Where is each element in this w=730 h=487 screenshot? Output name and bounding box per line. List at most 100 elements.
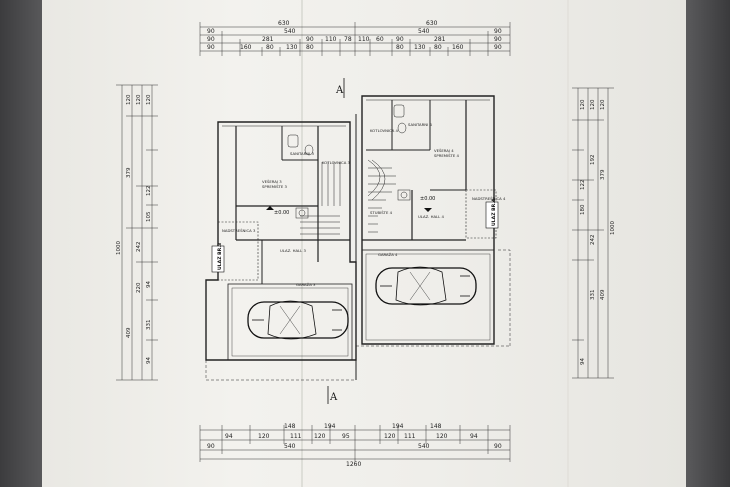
sanitary-fixtures bbox=[287, 104, 411, 219]
room-label-ulaz-hall-left: ULAZ. HALL 3 bbox=[280, 248, 306, 253]
dim-top-r4-7: 80 bbox=[434, 44, 442, 51]
section-mark-bottom: A bbox=[327, 386, 338, 404]
dim-right-a-0: 120 bbox=[600, 99, 606, 110]
right-dimension-lines bbox=[572, 87, 614, 379]
dim-bot-r1-3: 148 bbox=[430, 423, 442, 430]
dim-top-r4-9: 90 bbox=[494, 44, 502, 51]
bottom-dimension-labels: 148 194 194 148 94 120 111 120 95 120 11… bbox=[207, 423, 502, 468]
dim-top-r3-1: 281 bbox=[262, 36, 274, 43]
room-label-stubiste-right: STUBIŠTE 4 bbox=[370, 210, 393, 215]
room-label-garaza-left: GARAŽA 3 bbox=[296, 282, 316, 287]
dim-top-630-right: 630 bbox=[426, 20, 438, 27]
dim-left-c-2: 105 bbox=[146, 211, 152, 222]
left-dimension-labels: 1000 120 379 409 120 242 220 331 120 122… bbox=[116, 94, 152, 364]
section-mark-top: A bbox=[335, 78, 345, 98]
section-mark-top-label: A bbox=[335, 85, 344, 96]
table-surface-right bbox=[686, 0, 730, 487]
dim-bot-r2-5: 120 bbox=[384, 433, 396, 440]
car-icon-left bbox=[247, 300, 349, 340]
left-dimension-lines bbox=[116, 84, 158, 381]
dim-left-c-1: 122 bbox=[146, 186, 152, 197]
room-label-ulaz-hall-right: ULAZ. HALL 4 bbox=[418, 214, 444, 219]
dim-right-c-2: 180 bbox=[580, 204, 586, 215]
dim-top-r3-9: 90 bbox=[494, 36, 502, 43]
dim-top-r3-5: 110 bbox=[358, 36, 370, 43]
dim-top-r3-4: 78 bbox=[344, 36, 352, 43]
room-label-garaza-right: GARAŽA 4 bbox=[378, 252, 398, 257]
room-label-sanitarni-left: SANITARNI 3 bbox=[290, 151, 314, 156]
dim-right-c-3: 94 bbox=[580, 358, 586, 365]
dim-top-r4-6: 130 bbox=[414, 44, 426, 51]
dim-right-a-1: 379 bbox=[600, 169, 606, 180]
dim-top-r3-6: 60 bbox=[376, 36, 384, 43]
dim-left-c-3: 94 bbox=[146, 281, 152, 288]
dim-top-r2-0: 90 bbox=[207, 28, 215, 35]
dim-bot-r3-1: 540 bbox=[284, 443, 296, 450]
dim-left-a-1: 379 bbox=[126, 167, 132, 178]
dim-bot-r1-2: 194 bbox=[392, 423, 404, 430]
dim-bot-r2-6: 111 bbox=[404, 433, 416, 440]
dim-left-b-2: 220 bbox=[136, 282, 142, 293]
dim-left-b-1: 242 bbox=[136, 242, 142, 253]
room-label-nadstresnica-right: NADSTREŠNICA 4 bbox=[472, 196, 506, 201]
level-marker-right: ±0.00 bbox=[420, 196, 435, 212]
room-label-kotlovnica-right: KOTLOVNICA 4 bbox=[370, 128, 399, 133]
dim-bot-total: 1260 bbox=[346, 461, 361, 468]
level-label-left: ±0.00 bbox=[274, 210, 289, 216]
dim-top-r3-7: 90 bbox=[396, 36, 404, 43]
bottom-dimension-lines bbox=[199, 425, 511, 462]
dim-left-a-0: 120 bbox=[126, 94, 132, 105]
dim-bot-r2-1: 120 bbox=[258, 433, 270, 440]
dim-top-r3-2: 90 bbox=[306, 36, 314, 43]
dim-bot-r3-0: 90 bbox=[207, 443, 215, 450]
dim-top-r2-3: 90 bbox=[494, 28, 502, 35]
dim-top-r4-0: 90 bbox=[207, 44, 215, 51]
dim-top-r2-1: 540 bbox=[284, 28, 296, 35]
entrance-label-left: ULAZ BR.3 bbox=[217, 243, 223, 270]
dim-bot-r2-2: 111 bbox=[290, 433, 302, 440]
room-label-kotlovnica-left: KOTLOVNICA 3 bbox=[322, 160, 351, 165]
dim-top-r3-0: 90 bbox=[207, 36, 215, 43]
dim-top-630-left: 630 bbox=[278, 20, 290, 27]
dim-top-r4-2: 80 bbox=[266, 44, 274, 51]
dim-left-b-0: 120 bbox=[136, 94, 142, 105]
dim-right-a-2: 409 bbox=[600, 289, 606, 300]
dim-top-r4-4: 80 bbox=[306, 44, 314, 51]
dim-top-r3-3: 110 bbox=[325, 36, 337, 43]
dim-bot-r2-3: 120 bbox=[314, 433, 326, 440]
dim-right-b-2: 242 bbox=[590, 235, 596, 246]
dim-left-c-0: 120 bbox=[146, 94, 152, 105]
entrance-label-right: ULAZ BR.4 bbox=[491, 199, 497, 226]
level-label-right: ±0.00 bbox=[420, 196, 435, 202]
dim-top-r4-8: 160 bbox=[452, 44, 464, 51]
right-dimension-labels: 1000 120 379 409 120 192 242 331 120 122… bbox=[580, 99, 616, 365]
building-walls bbox=[205, 95, 511, 381]
dim-top-r4-5: 80 bbox=[396, 44, 404, 51]
entrance-marker-right: ULAZ BR.4 bbox=[485, 199, 499, 229]
dim-right-total: 1000 bbox=[610, 221, 616, 235]
car-icon-right bbox=[375, 266, 477, 306]
dim-left-a-2: 409 bbox=[126, 327, 132, 338]
dim-bot-r1-0: 148 bbox=[284, 423, 296, 430]
top-dimension-labels: 630 630 90 540 540 90 90 281 90 110 78 1… bbox=[207, 20, 502, 51]
room-label-nadstresnica-left: NADSTREŠNICA 3 bbox=[222, 228, 256, 233]
section-mark-bottom-label: A bbox=[329, 392, 338, 403]
dim-right-c-0: 120 bbox=[580, 99, 586, 110]
room-label-sanitarni-right: SANITARNI 4 bbox=[408, 122, 432, 127]
top-dimension-lines bbox=[199, 22, 511, 56]
dim-bot-r2-4: 95 bbox=[342, 433, 350, 440]
dim-bot-r2-8: 94 bbox=[470, 433, 478, 440]
dim-right-b-3: 331 bbox=[590, 290, 596, 301]
dim-top-r4-1: 160 bbox=[240, 44, 252, 51]
dim-bot-r3-2: 540 bbox=[418, 443, 430, 450]
level-marker-left: ±0.00 bbox=[266, 206, 289, 216]
dim-bot-r2-0: 94 bbox=[225, 433, 233, 440]
dim-bot-r1-1: 194 bbox=[324, 423, 336, 430]
dim-right-b-0: 120 bbox=[590, 99, 596, 110]
